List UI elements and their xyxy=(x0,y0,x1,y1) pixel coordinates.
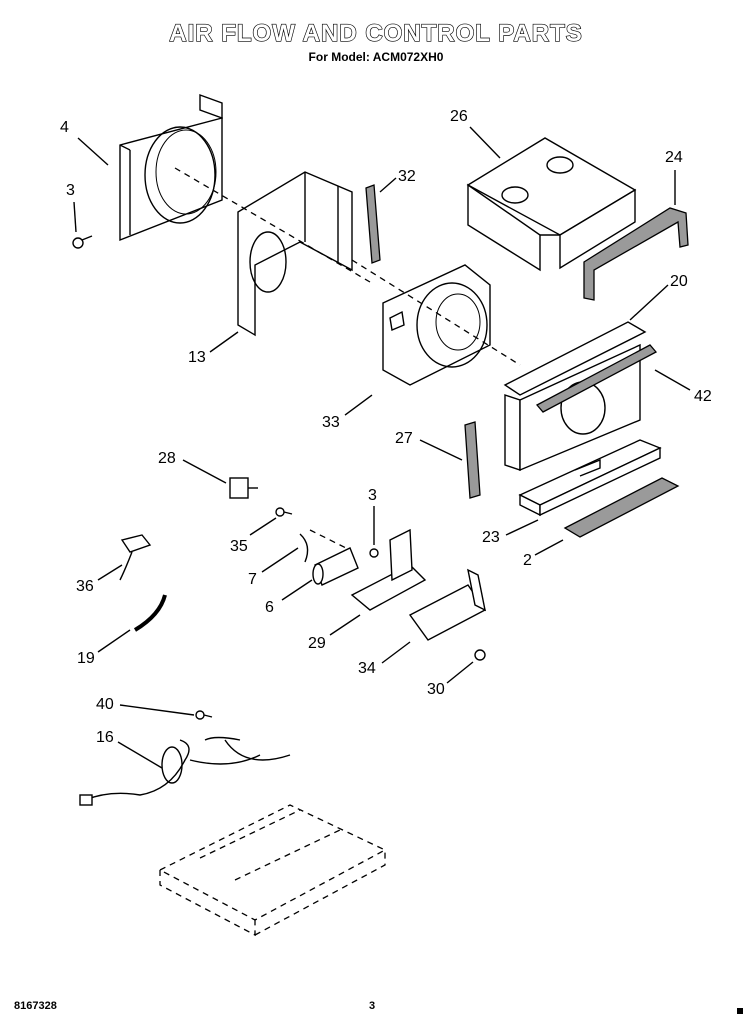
svg-text:27: 27 xyxy=(395,430,413,447)
corner-mark xyxy=(737,1008,743,1014)
part-28-switch xyxy=(229,477,258,499)
part-6-capacitor xyxy=(312,547,359,586)
callout-19: 19 xyxy=(77,629,131,667)
callout-29: 29 xyxy=(308,614,361,652)
callout-27: 27 xyxy=(395,430,463,461)
page-title: AIR FLOW AND CONTROL PARTS xyxy=(169,19,583,47)
callout-40: 40 xyxy=(96,696,195,716)
callout-16: 16 xyxy=(96,729,163,769)
callout-2: 2 xyxy=(523,539,564,569)
svg-text:34: 34 xyxy=(358,660,376,677)
svg-text:29: 29 xyxy=(308,635,326,652)
part-29-control-bracket xyxy=(350,528,427,611)
part-2-filter xyxy=(563,477,680,538)
svg-text:40: 40 xyxy=(96,696,114,713)
callout-42: 42 xyxy=(654,369,712,405)
part-32-gasket xyxy=(365,184,381,264)
part-33-blower-housing xyxy=(382,264,491,386)
document-number: 8167328 xyxy=(14,1000,57,1012)
part-7-strap xyxy=(299,529,351,563)
part-3-screw xyxy=(72,235,93,249)
callout-30: 30 xyxy=(427,661,474,698)
svg-text:16: 16 xyxy=(96,729,114,746)
svg-text:36: 36 xyxy=(76,578,94,595)
callout-33: 33 xyxy=(322,394,373,431)
part-42-gasket xyxy=(535,344,658,413)
part-24-gasket xyxy=(583,207,689,301)
part-16-power-cord xyxy=(79,736,291,806)
svg-text:6: 6 xyxy=(265,599,274,616)
svg-text:19: 19 xyxy=(77,650,95,667)
svg-text:30: 30 xyxy=(427,681,445,698)
part-35-screw xyxy=(275,507,293,517)
callout-23: 23 xyxy=(482,519,539,546)
part-36-terminal xyxy=(119,534,152,581)
callout-7: 7 xyxy=(248,547,299,588)
part-40-screw xyxy=(195,710,213,720)
model-subtitle: For Model: ACM072XH0 xyxy=(308,50,444,64)
callout-20: 20 xyxy=(629,273,688,321)
part-19-tube xyxy=(133,594,167,632)
callout-28: 28 xyxy=(158,450,227,484)
svg-text:24: 24 xyxy=(665,149,683,166)
callout-24: 24 xyxy=(665,149,683,205)
callout-35: 35 xyxy=(230,517,277,555)
callout-6: 6 xyxy=(265,579,313,616)
svg-text:35: 35 xyxy=(230,538,248,555)
svg-text:23: 23 xyxy=(482,529,500,546)
svg-text:42: 42 xyxy=(694,388,712,405)
part-27-gasket xyxy=(464,421,481,499)
page-number: 3 xyxy=(369,1000,376,1012)
part-13-orifice-panel xyxy=(237,171,353,337)
svg-text:33: 33 xyxy=(322,414,340,431)
callout-3b: 3 xyxy=(368,487,377,545)
part-34-control-cover xyxy=(408,568,487,641)
svg-text:3: 3 xyxy=(368,487,377,504)
part-3-screw-middle xyxy=(369,548,379,558)
callout-36: 36 xyxy=(76,564,123,595)
part-23-filter-bracket xyxy=(518,439,662,517)
svg-text:26: 26 xyxy=(450,108,468,125)
callout-32: 32 xyxy=(379,168,416,193)
part-26-top-cover xyxy=(466,137,637,272)
svg-text:20: 20 xyxy=(670,273,688,290)
callout-26: 26 xyxy=(450,108,501,159)
svg-text:13: 13 xyxy=(188,349,206,366)
callout-34: 34 xyxy=(358,641,411,677)
part-4-fan-shroud xyxy=(119,94,223,242)
callout-3: 3 xyxy=(66,182,77,233)
base-pan-outline xyxy=(158,804,387,937)
svg-text:4: 4 xyxy=(60,119,69,136)
svg-text:2: 2 xyxy=(523,552,532,569)
callout-4: 4 xyxy=(60,119,109,166)
part-30-screw xyxy=(474,649,486,661)
svg-text:32: 32 xyxy=(398,168,416,185)
svg-text:28: 28 xyxy=(158,450,176,467)
alignment-lines xyxy=(174,167,521,366)
callout-13: 13 xyxy=(188,331,239,366)
svg-text:3: 3 xyxy=(66,182,75,199)
svg-text:7: 7 xyxy=(248,571,257,588)
